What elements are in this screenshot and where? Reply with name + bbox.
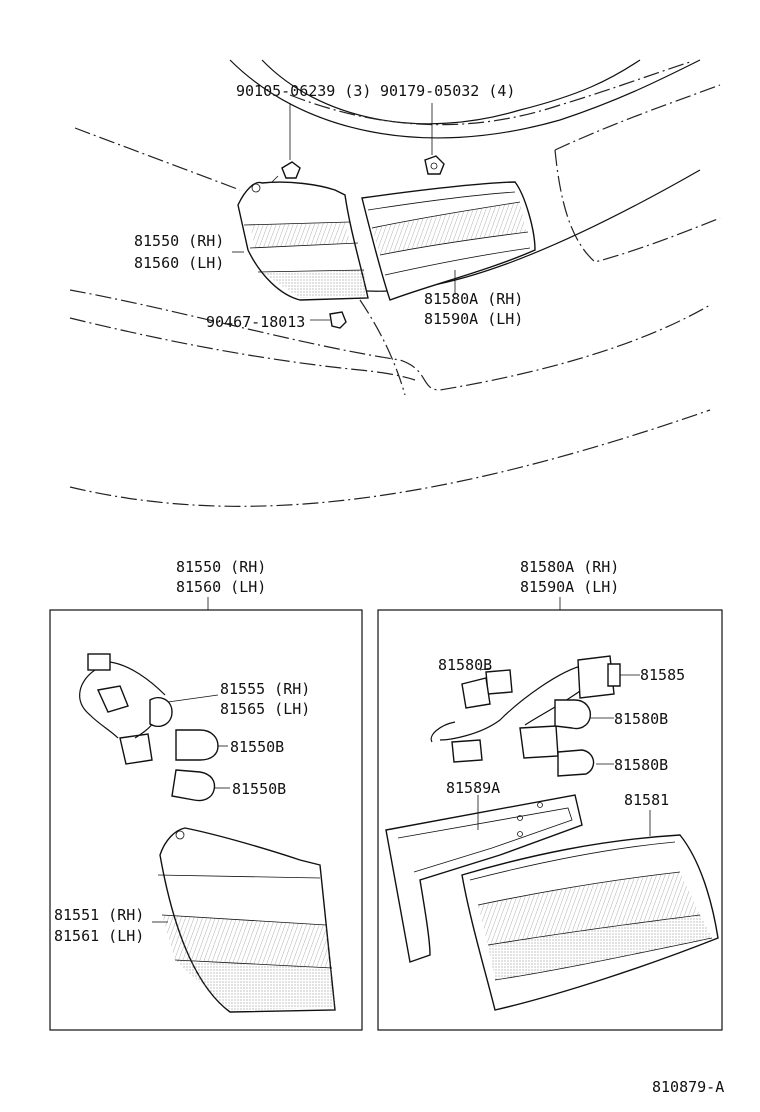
box-inner-lamp-detail (377, 609, 723, 1031)
bulb-81550b-b (171, 769, 216, 802)
box1-title-lh: 81560 (LH) (176, 578, 266, 596)
box1-title-rh: 81550 (RH) (176, 558, 266, 576)
rear-combination-lamp-top (237, 181, 369, 301)
label-inner-lh: 81590A (LH) (424, 310, 523, 328)
label-socket-c: 81585 (640, 666, 685, 684)
socket-wiring-harness-right (430, 655, 621, 777)
label-bulb-c: 81580B (438, 656, 492, 674)
trunk-lid-lamp-top (361, 181, 536, 301)
lens-inner-lamp (461, 834, 719, 1011)
label-bolt: 90105-06239 (3) (236, 82, 371, 100)
label-bulb-e: 81580B (614, 756, 668, 774)
nut-part (424, 155, 445, 175)
socket-wiring-harness-left (79, 653, 173, 765)
label-bulb-a: 81550B (230, 738, 284, 756)
label-bulb-b: 81550B (232, 780, 286, 798)
leader-socket (167, 694, 219, 703)
bolt-part (271, 161, 301, 183)
label-lamp-lh: 81560 (LH) (134, 254, 224, 272)
label-bulb-d: 81580B (614, 710, 668, 728)
label-socket-rh: 81555 (RH) (220, 680, 310, 698)
box2-title-rh: 81580A (RH) (520, 558, 619, 576)
clip-part (329, 311, 347, 329)
label-socket-lh: 81565 (LH) (220, 700, 310, 718)
box-outer-lamp-detail (49, 609, 363, 1031)
label-lens-lh: 81561 (LH) (54, 927, 144, 945)
label-clip: 90467-18013 (206, 313, 305, 331)
top-leader-lines (232, 103, 456, 321)
label-nut: 90179-05032 (4) (380, 82, 515, 100)
label-lens-rh: 81551 (RH) (54, 906, 144, 924)
lens-outer-lamp (157, 827, 336, 1013)
label-inner-rh: 81580A (RH) (424, 290, 523, 308)
box2-title-lh: 81590A (LH) (520, 578, 619, 596)
label-gasket: 81589A (446, 779, 500, 797)
label-lens-inner: 81581 (624, 791, 669, 809)
leader-bulb-c (479, 667, 491, 671)
label-lamp-rh: 81550 (RH) (134, 232, 224, 250)
bulb-81550b-a (175, 729, 219, 761)
figure-code: 810879-A (652, 1078, 724, 1096)
gasket-plate (385, 794, 583, 963)
